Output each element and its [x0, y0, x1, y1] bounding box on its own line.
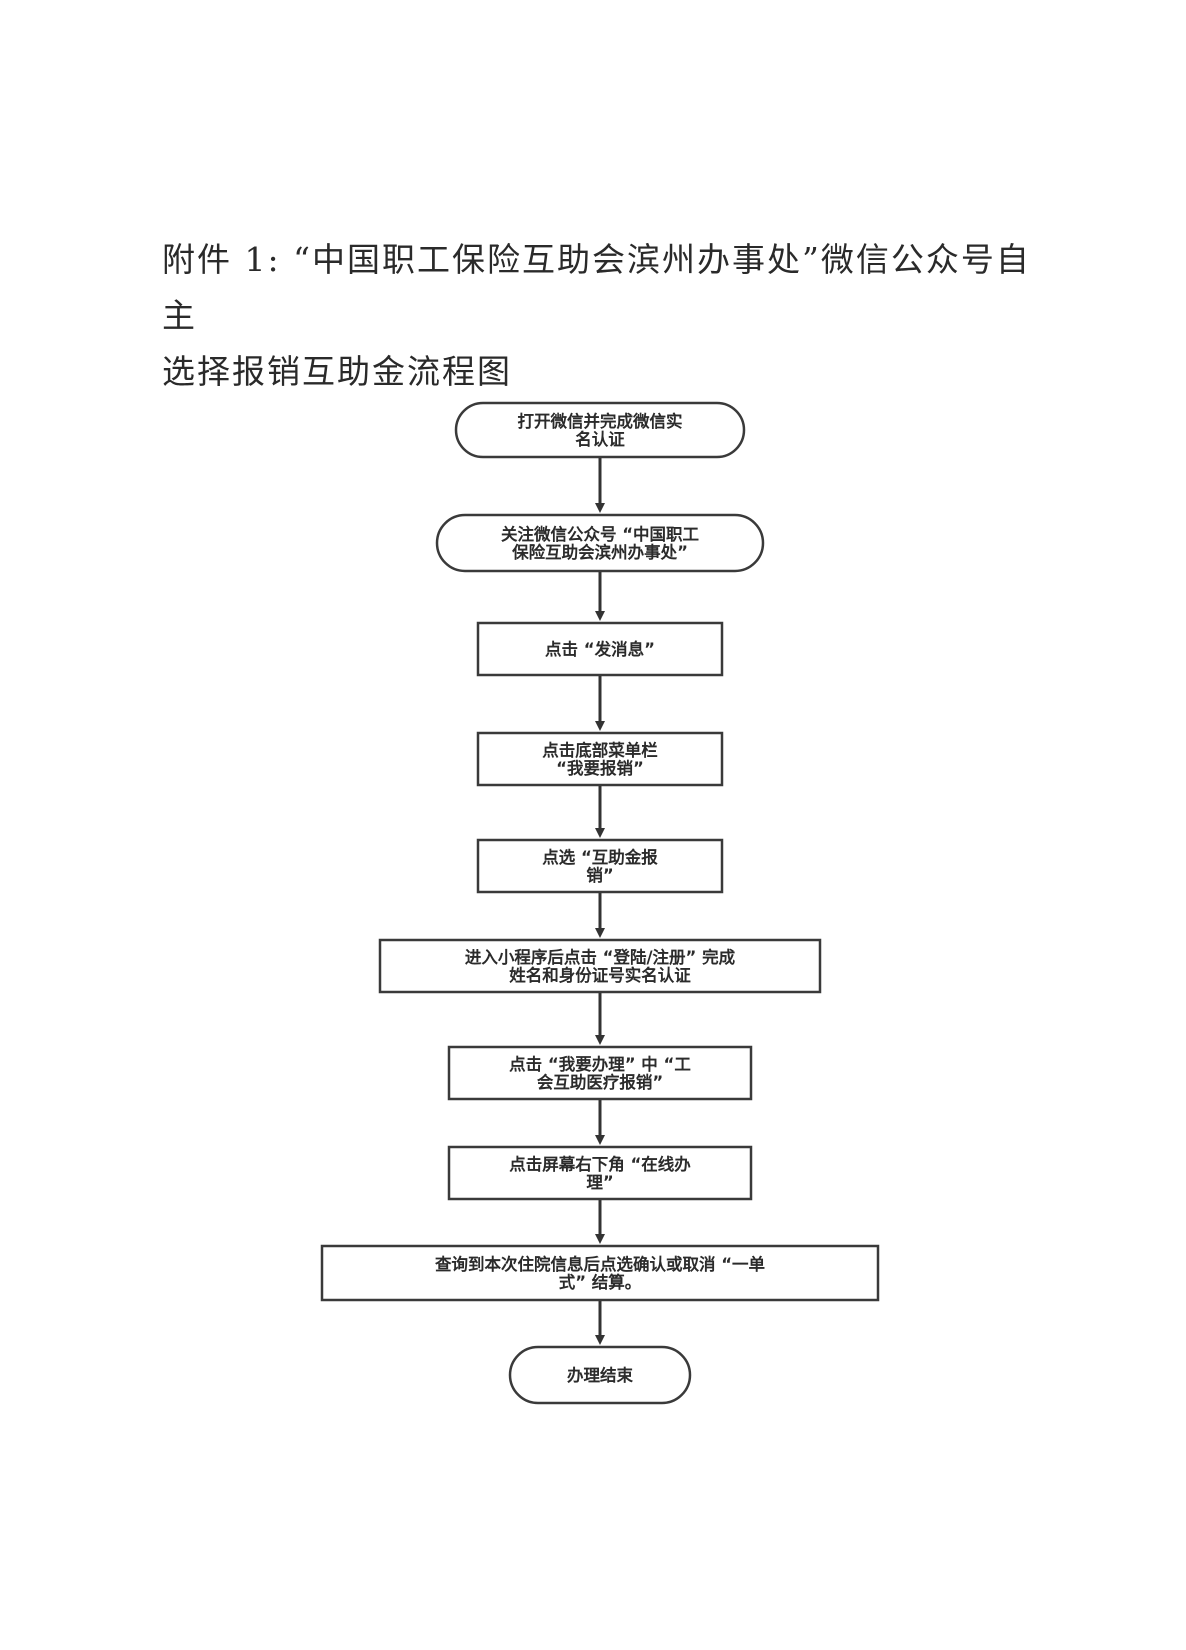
flow-step-2-line-1: 关注微信公众号 “中国职工: [501, 524, 699, 544]
terminal-box: [508, 1345, 692, 1405]
flow-step-2-line-2: 保险互助会滨州办事处”: [511, 542, 688, 562]
process-box: [476, 731, 724, 787]
flow-step-7-line-2: 会互助医疗报销”: [537, 1072, 663, 1092]
flow-step-5-line-1: 点选 “互助金报: [542, 847, 658, 867]
flow-step-6-line-1: 进入小程序后点击 “登陆/注册” 完成: [465, 947, 736, 967]
flow-step-3-line-1: 点击 “发消息”: [545, 639, 655, 659]
process-box: [378, 938, 822, 994]
process-box: [476, 838, 724, 894]
flow-step-7-line-1: 点击 “我要办理” 中 “工: [509, 1054, 691, 1074]
document-title: 附件 1: “中国职工保险互助会滨州办事处”微信公众号自主 选择报销互助金流程图: [162, 232, 1042, 400]
flow-step-9: 查询到本次住院信息后点选确认或取消 “一单式” 结算。: [320, 1244, 880, 1302]
terminal-box: [454, 401, 746, 459]
flow-step-5-line-2: 销”: [586, 865, 613, 885]
flow-step-1-line-1: 打开微信并完成微信实: [518, 411, 683, 431]
process-box: [476, 621, 724, 677]
flow-step-2: 关注微信公众号 “中国职工保险互助会滨州办事处”: [435, 513, 765, 573]
flow-step-8-line-1: 点击屏幕右下角 “在线办: [509, 1154, 691, 1174]
flow-step-9-line-2: 式” 结算。: [559, 1272, 642, 1292]
flow-step-10: 办理结束: [508, 1345, 692, 1405]
flow-step-3: 点击 “发消息”: [476, 621, 724, 677]
flow-step-4-line-1: 点击底部菜单栏: [542, 740, 658, 760]
process-box: [447, 1145, 753, 1201]
flow-step-4-line-2: “我要报销”: [556, 758, 644, 778]
title-line-2: 选择报销互助金流程图: [162, 352, 512, 391]
flow-step-1-line-2: 名认证: [575, 429, 625, 449]
flow-step-6-line-2: 姓名和身份证号实名认证: [509, 965, 691, 985]
flow-step-4: 点击底部菜单栏“我要报销”: [476, 731, 724, 787]
flow-step-8-line-2: 理”: [586, 1173, 613, 1192]
title-line-1: 附件 1: “中国职工保险互助会滨州办事处”微信公众号自主: [162, 240, 1031, 335]
flow-step-10-line-1: 办理结束: [567, 1365, 634, 1385]
flow-step-9-line-1: 查询到本次住院信息后点选确认或取消 “一单: [434, 1254, 765, 1274]
process-box: [447, 1045, 753, 1101]
process-box: [320, 1244, 880, 1302]
terminal-box: [435, 513, 765, 573]
